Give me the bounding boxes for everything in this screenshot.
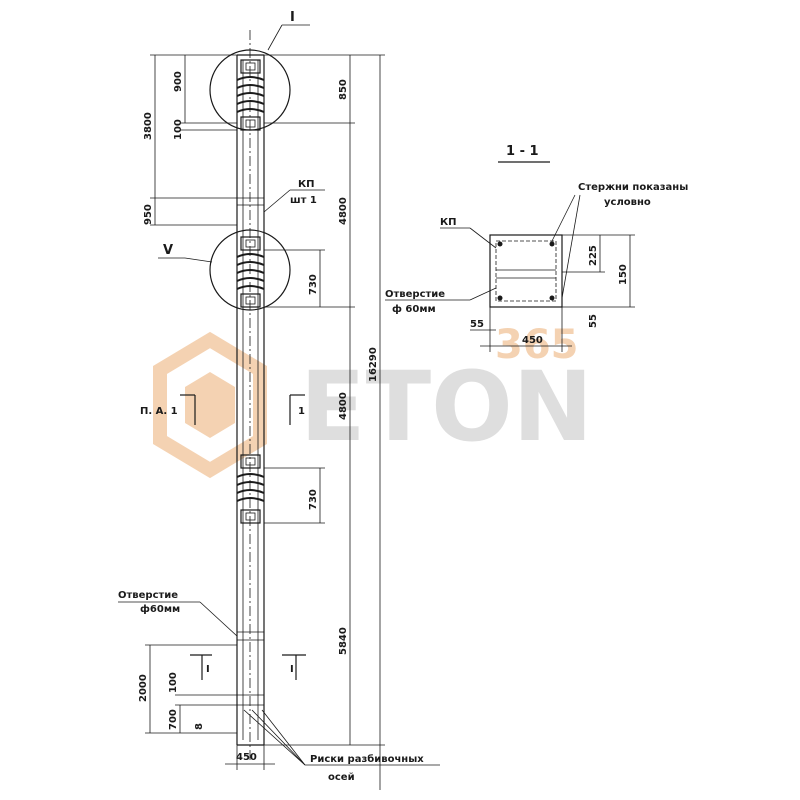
dim-8: 8: [194, 723, 205, 730]
column-joint-middle: [236, 236, 265, 308]
watermark-number: 365: [495, 322, 579, 368]
section-hole-2: ф 60мм: [392, 303, 436, 315]
left-dimensions: 3800 900 100 950 2000 100 700 8 450: [138, 54, 275, 770]
dim-730-lower: 730: [308, 489, 319, 510]
section-view: 1 - 1 Стержни показаны условно КП Отверс…: [385, 144, 688, 352]
section-dim-225: 225: [588, 245, 599, 266]
column-joint-top: [236, 59, 265, 131]
section-note-2: условно: [604, 197, 651, 208]
dim-450-bottom: 450: [236, 752, 257, 763]
detail-circle-middle: [209, 229, 291, 311]
section-title: 1 - 1: [506, 144, 539, 159]
dim-850: 850: [338, 79, 349, 100]
section-dim-55-right: 55: [588, 314, 599, 328]
label-section-right: 1: [298, 406, 305, 417]
dim-100-top: 100: [173, 119, 184, 140]
section-outline: [489, 234, 563, 308]
callout-middle-label: V: [163, 243, 173, 258]
callout-top: I: [267, 10, 310, 51]
label-lower-cut-right: I: [290, 664, 294, 675]
section-dim-55-left: 55: [470, 319, 484, 330]
dim-100-bottom: 100: [168, 672, 179, 693]
callout-top-label: I: [290, 10, 295, 25]
dim-2000: 2000: [138, 674, 149, 702]
dim-3800: 3800: [143, 112, 154, 140]
label-section-left: П. А. 1: [140, 406, 178, 417]
right-dimensions: 850 4800 4800 5840 730 730 16290: [264, 54, 385, 790]
callout-middle: V: [158, 243, 213, 263]
section-kp: КП: [440, 217, 457, 228]
label-hole-bottom-2: ф60мм: [140, 603, 180, 615]
label-marks-1: Риски разбивочных: [310, 753, 424, 765]
section-dim-150: 150: [618, 264, 629, 285]
watermark: ETON 365: [153, 322, 593, 479]
label-lower-cut-left: I: [206, 664, 210, 675]
label-kp-top: КП: [298, 179, 315, 190]
column-labels: КП шт 1 П. А. 1 1 Отверстие ф60мм I I Ри…: [118, 179, 440, 783]
column: [236, 30, 265, 760]
label-marks-2: осей: [328, 772, 355, 783]
dim-900: 900: [173, 71, 184, 92]
label-hole-bottom-1: Отверстие: [118, 590, 178, 601]
dim-4800-middle: 4800: [338, 392, 349, 420]
watermark-text: ETON: [300, 351, 593, 463]
section-note-1: Стержни показаны: [578, 182, 688, 193]
dim-4800-top: 4800: [338, 197, 349, 225]
label-sht: шт 1: [290, 195, 317, 206]
detail-circle-top: [209, 49, 291, 131]
dim-5840: 5840: [338, 627, 349, 655]
dim-16290: 16290: [368, 347, 379, 382]
section-dim-450: 450: [522, 335, 543, 346]
dim-730-upper: 730: [308, 274, 319, 295]
section-hole-1: Отверстие: [385, 289, 445, 300]
column-joint-lower: [236, 454, 265, 524]
dim-700: 700: [168, 709, 179, 730]
dim-950: 950: [143, 204, 154, 225]
watermark-logo-icon: [153, 331, 267, 479]
